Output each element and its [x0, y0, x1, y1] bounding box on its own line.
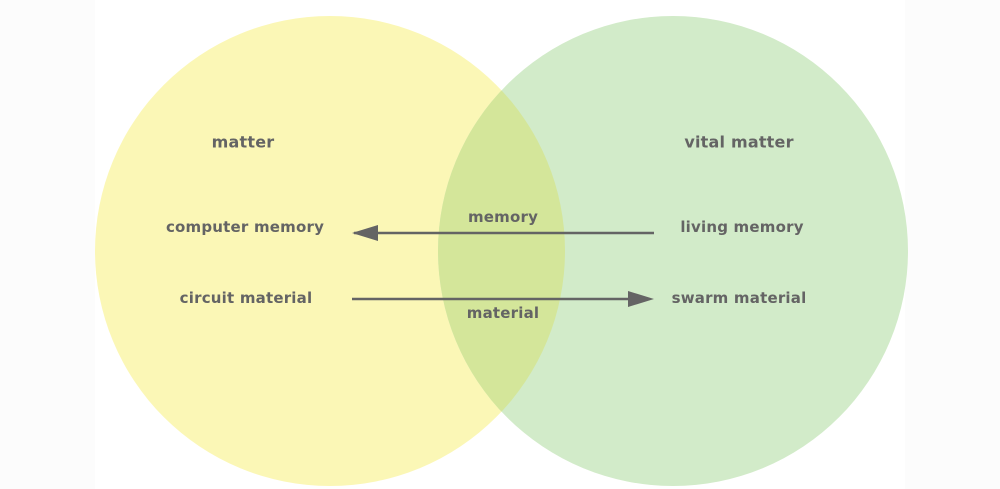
left-item-computer-memory: computer memory — [165, 218, 325, 236]
right-set-title: vital matter — [684, 132, 794, 152]
arrowhead-memory — [352, 225, 378, 241]
left-set-title: matter — [211, 132, 275, 152]
overlap-item-memory: memory — [467, 208, 539, 226]
arrowhead-material — [628, 291, 654, 307]
left-circle — [95, 16, 565, 486]
right-item-swarm-material: swarm material — [671, 289, 807, 307]
right-circle — [438, 16, 908, 486]
right-item-living-memory: living memory — [680, 218, 804, 236]
left-item-circuit-material: circuit material — [179, 289, 313, 307]
overlap-item-material: material — [466, 304, 540, 322]
